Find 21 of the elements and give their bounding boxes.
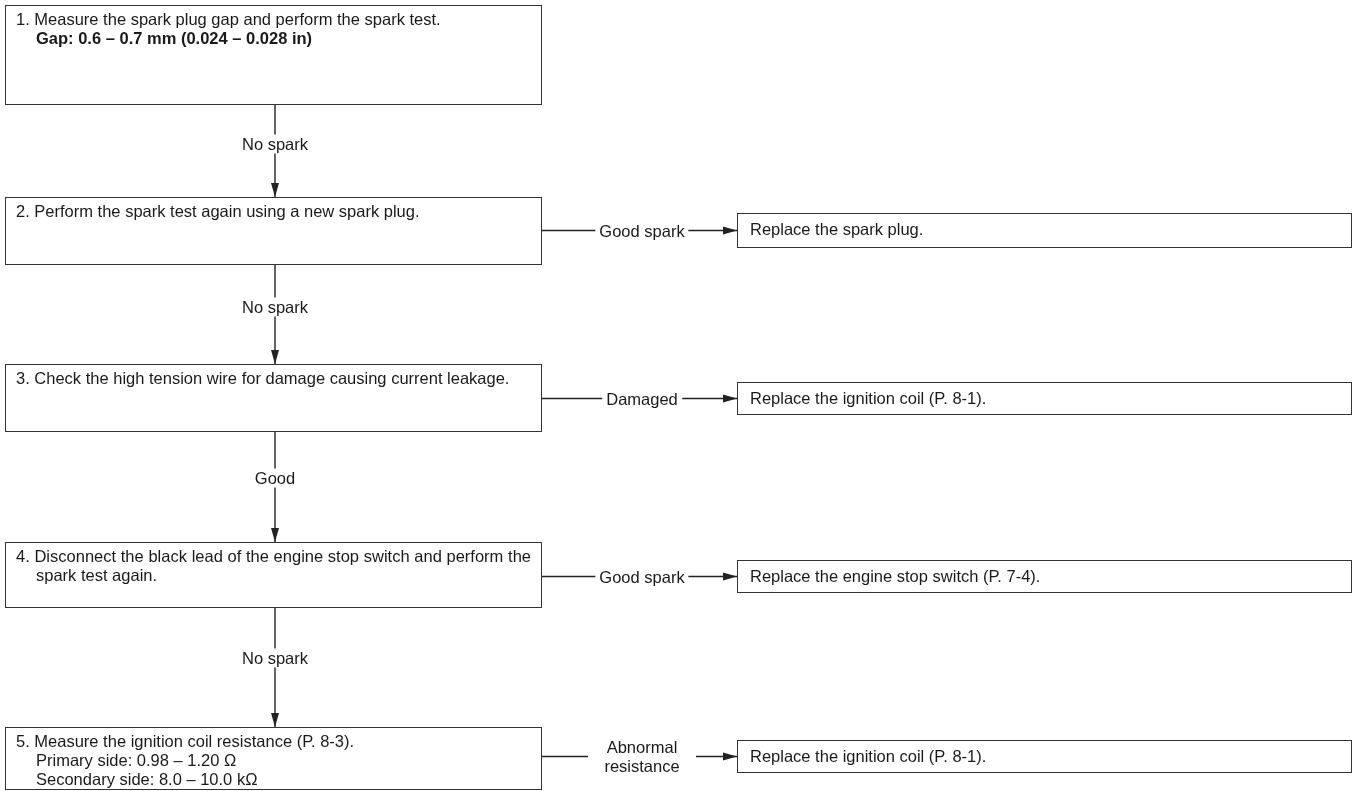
step-text: Replace the spark plug. <box>750 220 925 239</box>
step-text: Replace the engine stop switch (P. 7-4). <box>750 567 1042 586</box>
step-text: 2. Perform the spark test again using a new spark plug. <box>16 202 421 221</box>
action-box <box>737 560 1352 593</box>
action-box <box>737 213 1352 248</box>
step-text: Replace the ignition coil (P. 8-1). <box>750 389 988 408</box>
step-text: 1. Measure the spark plug gap and perform the spark test. <box>16 10 442 29</box>
step-text: 4. Disconnect the black lead of the engine stop switch and perform the spark test again. <box>16 547 531 585</box>
step-text: 5. Measure the ignition coil resistance (P. 8-3). <box>16 732 356 751</box>
step-text: 3. Check the high tension wire for damage causing current leakage. <box>16 369 511 388</box>
action-box <box>737 382 1352 415</box>
spec-text: Primary side: 0.98 – 1.20 Ω <box>35 751 238 770</box>
spec-text: Gap: 0.6 – 0.7 mm (0.024 – 0.028 in) <box>35 29 314 48</box>
step-box <box>5 727 542 790</box>
spec-text: Secondary side: 8.0 – 10.0 kΩ <box>35 770 259 789</box>
step-box <box>5 364 542 432</box>
step-box <box>5 197 542 265</box>
step-box <box>5 5 542 105</box>
step-box <box>5 542 542 608</box>
action-box <box>737 740 1352 773</box>
step-text: Replace the ignition coil (P. 8-1). <box>750 747 988 766</box>
